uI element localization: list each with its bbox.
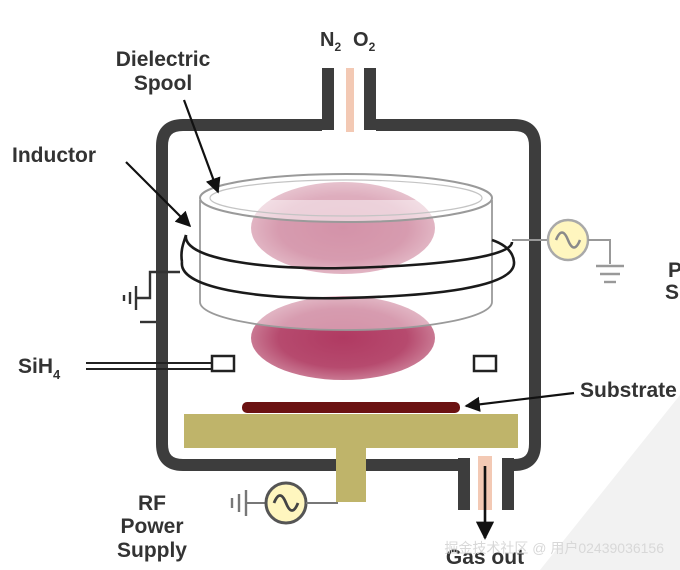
power-supply-label-cut-1: P <box>668 259 680 282</box>
substrate-label: Substrate <box>580 379 677 402</box>
sih4-label: SiH4 <box>18 355 61 382</box>
inductor-ground <box>122 270 180 324</box>
plasma-lower <box>251 296 435 380</box>
rf-label-line3: Supply <box>117 539 187 562</box>
rf-power-supply <box>230 481 338 525</box>
dielectric-label-line2: Spool <box>134 72 192 95</box>
inductor-arrow <box>125 161 192 228</box>
chamber-wall <box>156 119 541 471</box>
rf-label-line1: RF <box>138 492 166 515</box>
coil-rf-source <box>512 218 624 284</box>
gas-out-label: Gas out <box>446 546 524 569</box>
gas-inlet-pipe <box>322 68 376 132</box>
o2-label: O2 <box>353 29 376 54</box>
power-supply-label-cut-2: S <box>665 281 679 304</box>
substrate-chuck <box>184 414 518 448</box>
inductor-coil <box>180 234 516 300</box>
dielectric-spool <box>199 173 493 331</box>
watermark: 掘金技术社区 @ 用户02439036156 <box>444 540 664 556</box>
background-shade <box>540 395 680 570</box>
n2-label: N2 <box>320 29 341 54</box>
dielectric-label-line1: Dielectric <box>116 48 211 71</box>
sih4-inlet <box>86 354 498 373</box>
inductor-label: Inductor <box>12 144 96 167</box>
substrate <box>242 402 460 413</box>
rf-label-line2: Power <box>120 515 183 538</box>
substrate-arrow <box>464 391 575 412</box>
chuck-stem <box>336 446 366 502</box>
dielectric-arrow <box>182 99 221 194</box>
